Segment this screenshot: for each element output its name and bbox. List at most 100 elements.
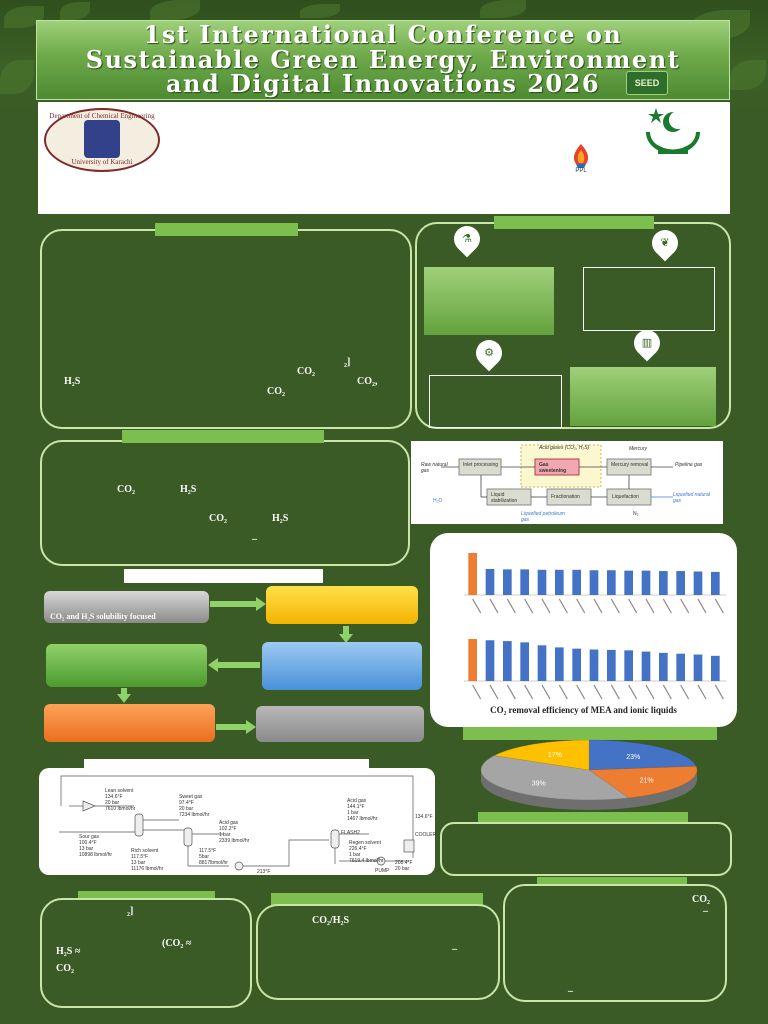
tick-label: [628, 598, 638, 614]
flowchart-step: [44, 704, 215, 742]
flask-icon: ⚗: [462, 233, 472, 245]
bar: [485, 640, 495, 681]
tick-label: [506, 684, 516, 700]
stream-value: 20 bar: [395, 866, 410, 872]
objectives-heading-bar: [494, 216, 654, 229]
bar: [520, 569, 529, 595]
stream-value: 5bar: [199, 854, 210, 860]
formula-text: CO₂: [56, 963, 74, 974]
tick-label: [524, 598, 534, 614]
pie-chart: 23%21%39%17%: [480, 739, 698, 810]
bar: [520, 642, 529, 681]
tick-label: [489, 684, 499, 700]
process-label: Inlet processing: [463, 462, 499, 468]
objective-box: [583, 267, 715, 331]
formula-text: _: [252, 530, 257, 541]
process-label: Liquefaction: [612, 494, 639, 500]
stream-value: 7234 lbmol/hr: [179, 812, 210, 818]
process-label: Gas sweetening: [539, 462, 567, 474]
conclusion-panel: [40, 898, 252, 1008]
tick-label: [472, 684, 482, 700]
stream-value: 13 bar: [79, 846, 94, 852]
aspen-simulation-diagram: Lean solvent 134.6°F 20 bar 7610 lbmol/h…: [39, 768, 437, 875]
formula-text: ₂]: [344, 357, 351, 368]
objective-box: [429, 375, 562, 428]
simulation-flow-graphic: [59, 775, 415, 871]
ppl-logo: [573, 144, 589, 168]
gear-icon: ⚙: [484, 347, 494, 359]
unit-label: COOLER: [415, 832, 437, 838]
flowchart-step-label: CO₂ and H₂S solubility focused: [50, 612, 156, 621]
bar-chart-top: [464, 553, 726, 614]
tick-label: [472, 598, 482, 614]
flow-arrow: [218, 662, 260, 668]
leaf-decoration: [480, 0, 526, 18]
logo-ring-text: University of Karachi: [71, 158, 133, 166]
tick-label: [610, 598, 620, 614]
flow-arrow: [210, 601, 258, 607]
natural-gas-process-diagram: Raw natural gas Inlet processing Gas swe…: [411, 441, 723, 524]
flow-arrow-head: [339, 634, 353, 643]
future-work-panel: [256, 904, 500, 1000]
stream-value: 213°F: [257, 869, 271, 875]
formula-text: H₂S ≈: [56, 946, 81, 957]
stream-label: Lean solvent: [105, 788, 134, 794]
tick-label: [576, 684, 586, 700]
unit-label: FLASH2: [341, 830, 360, 836]
tick-label: [610, 684, 620, 700]
bar: [711, 655, 720, 681]
discussion-heading-bar: [478, 812, 688, 825]
flow-arrow-head: [256, 597, 266, 611]
pie-label: 23%: [626, 754, 640, 761]
process-label: Liquefied petroleum gas: [521, 511, 565, 523]
stream-value: 7610 lbmol/hr: [105, 806, 136, 812]
tick-label: [489, 598, 499, 614]
bar: [607, 570, 616, 595]
tick-label: [714, 598, 724, 614]
tick-label: [593, 684, 603, 700]
pie-label: 39%: [532, 780, 546, 787]
flow-arrow: [343, 626, 349, 636]
process-label: Liquid stabilization: [491, 492, 518, 504]
bar: [485, 568, 495, 595]
pie-heading-bar: [463, 727, 717, 740]
process-label: Fractionation: [551, 494, 580, 500]
stream-value: 2339 lbmol/hr: [219, 838, 250, 844]
objective-box: [570, 367, 716, 426]
stream-value: 144.1°F: [347, 804, 365, 810]
references-panel: [503, 884, 727, 1002]
leaf-decoration: [730, 60, 766, 90]
tick-label: [662, 684, 672, 700]
pie-slice: [588, 739, 697, 771]
formula-text: H₂S: [64, 376, 81, 387]
methodology-panel: [40, 440, 410, 566]
formula-text: CO₂: [267, 386, 285, 397]
flow-arrow-head: [208, 658, 218, 672]
stream-value: 1 bar: [349, 852, 361, 858]
bar: [676, 571, 685, 595]
stream-label: Acid gas: [347, 798, 367, 804]
process-label: Liquefied natural gas: [673, 492, 710, 504]
bar-chart-bottom: [464, 639, 726, 700]
building-icon: [84, 120, 120, 158]
seed-logo: SEED: [626, 71, 668, 95]
bar: [641, 651, 651, 681]
unit-label: PUMP: [375, 868, 390, 874]
title-banner: 1st International Conference on Sustaina…: [36, 20, 730, 100]
discussion-panel: [440, 822, 732, 876]
formula-text: H₂S: [272, 513, 289, 524]
bar: [468, 639, 477, 681]
bar: [468, 553, 477, 595]
stream-value: 117.5°F: [199, 848, 217, 854]
process-label: Pipeline gas: [675, 462, 703, 468]
stream-value: 97.4°F: [179, 800, 194, 806]
stream-value: 1 bar: [347, 810, 359, 816]
tick-label: [558, 684, 568, 700]
objective-box: [424, 267, 554, 335]
tick-label: [645, 684, 655, 700]
ppl-label: PPL: [575, 168, 587, 174]
bar: [537, 645, 547, 681]
tick-label: [714, 684, 724, 700]
title-line: and Digital Innovations 2026: [165, 69, 601, 98]
tick-label: [541, 598, 551, 614]
